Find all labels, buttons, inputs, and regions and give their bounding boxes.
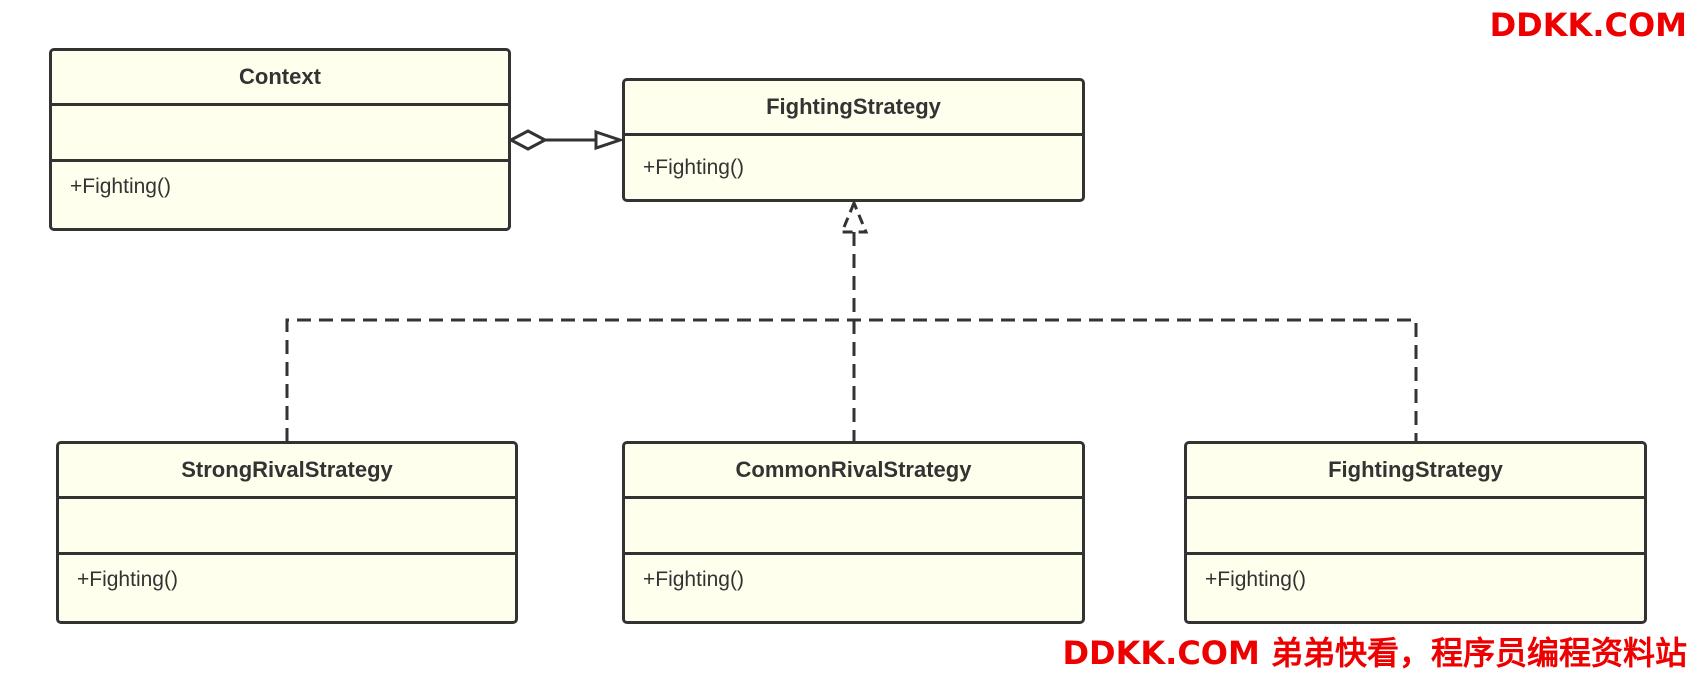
class-operation: +Fighting() [1205,568,1306,591]
watermark-bottom: DDKK.COM 弟弟快看，程序员编程资料站 [1062,634,1687,672]
realization-connector [285,199,1418,442]
class-name: StrongRivalStrategy [59,444,515,499]
realization-hollow-triangle [839,199,869,234]
class-operation: +Fighting() [643,155,744,179]
class-context[interactable]: Context +Fighting() [49,48,511,231]
class-attributes [52,106,508,162]
class-attributes [1187,499,1644,555]
class-operation: +Fighting() [643,568,744,591]
class-attributes [59,499,515,555]
class-name: Context [52,51,508,106]
class-operation: +Fighting() [77,568,178,591]
class-attributes [625,499,1082,555]
watermark-top: DDKK.COM [1489,6,1687,44]
class-name: FightingStrategy [1187,444,1644,499]
class-name: CommonRivalStrategy [625,444,1082,499]
class-name: FightingStrategy [625,81,1082,136]
association-open-arrowhead [594,129,625,151]
class-fighting-strategy[interactable]: FightingStrategy +Fighting() [622,78,1085,202]
aggregation-connector [507,129,625,151]
class-strong-rival-strategy[interactable]: StrongRivalStrategy +Fighting() [56,441,518,624]
aggregation-diamond [507,129,549,151]
class-common-rival-strategy[interactable]: CommonRivalStrategy +Fighting() [622,441,1085,624]
class-operation: +Fighting() [70,175,171,198]
class-fighting-strategy-impl[interactable]: FightingStrategy +Fighting() [1184,441,1647,624]
